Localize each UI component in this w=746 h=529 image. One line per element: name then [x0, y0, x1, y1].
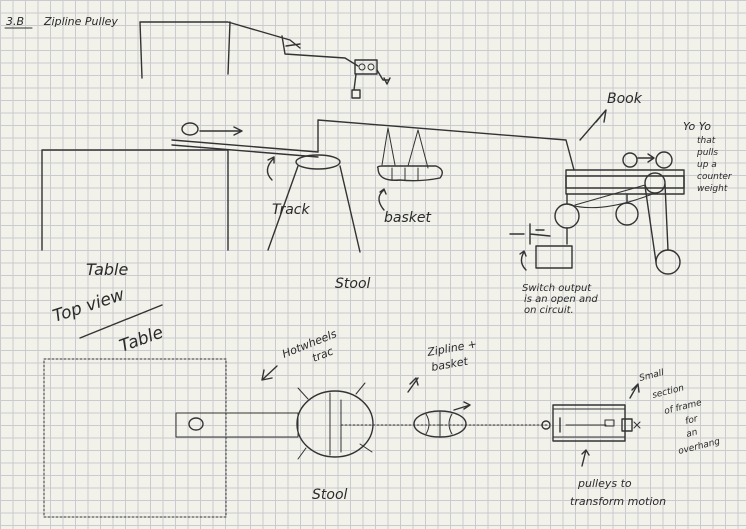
label-switch-line3: on circuit. [524, 305, 574, 316]
label-top-view: Top view [50, 285, 127, 327]
label-stool: Stool [335, 276, 371, 292]
top-view-book [541, 383, 641, 467]
small-pulley-sketch [139, 21, 391, 99]
label-track: Track [272, 202, 310, 218]
label-section-line2: section [651, 383, 685, 401]
label-yoyo-line1: Yo Yo [683, 120, 711, 133]
label-pulleys-line2: transform motion [570, 495, 666, 508]
label-basket: basket [384, 210, 431, 226]
label-zipline-line1: Zipline + [425, 337, 478, 359]
label-section-line1: Small [638, 368, 665, 384]
top-view-zipline [340, 377, 549, 438]
track-ramp [171, 122, 361, 253]
title-text: Zipline Pulley [43, 15, 118, 28]
label-switch-line1: Switch output [522, 283, 592, 294]
book-mechanism [554, 109, 685, 275]
top-view-table [43, 358, 227, 518]
label-yoyo-line6: weight [697, 184, 728, 194]
top-view-track [175, 412, 299, 438]
label-book: Book [607, 91, 643, 107]
top-view-stool [261, 365, 374, 460]
label-yoyo-line2: that [697, 136, 716, 146]
label-section-line4: for [684, 414, 700, 427]
label-yoyo-line5: counter [697, 172, 733, 182]
basket [376, 127, 443, 211]
side-view-table [41, 149, 229, 251]
switch [509, 223, 573, 271]
label-section-line5: an [685, 427, 699, 439]
label-section-line3: of frame [663, 398, 703, 417]
zipline-wire [317, 119, 575, 171]
label-switch-line2: is an open and [524, 294, 598, 305]
label-pulleys-line1: pulleys to [577, 477, 632, 490]
title-number: 3.B [6, 15, 24, 28]
label-yoyo-line4: up a [697, 160, 717, 170]
label-stool-top: Stool [312, 487, 348, 503]
label-table: Table [86, 260, 129, 279]
label-zipline-line2: basket [430, 355, 469, 374]
label-yoyo-line3: pulls [696, 148, 718, 158]
label-section-line6: overhang [677, 437, 721, 457]
top-view-underline [79, 304, 163, 339]
label-table-top: Table [117, 323, 166, 357]
